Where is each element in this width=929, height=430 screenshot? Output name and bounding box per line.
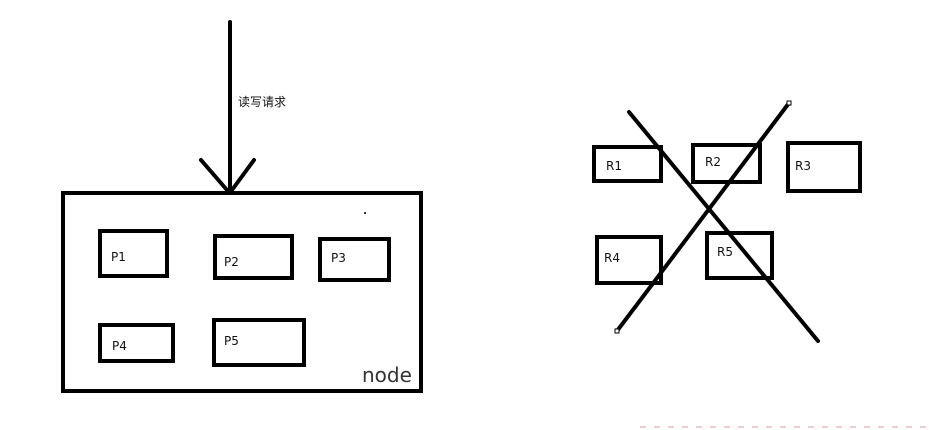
node-label: node — [362, 363, 412, 387]
replica-label: R3 — [795, 159, 811, 173]
replica-r1: R1 — [592, 145, 663, 183]
partition-box — [318, 237, 391, 282]
cross-line-handle — [786, 100, 792, 106]
replica-label: R1 — [606, 159, 622, 173]
partition-p3: P3 — [318, 237, 391, 282]
cross-line-handle — [614, 328, 620, 334]
node-container: node — [61, 191, 423, 393]
replica-label: R2 — [705, 155, 721, 169]
request-label: 读写请求 — [238, 95, 286, 109]
partition-label: P1 — [111, 250, 126, 264]
node-dot — [364, 212, 366, 214]
request-arrow — [199, 20, 256, 192]
partition-box — [213, 234, 294, 280]
partition-box — [98, 229, 169, 278]
request-arrow-head-right — [230, 158, 256, 192]
replica-r5: R5 — [705, 231, 774, 280]
replica-box — [786, 141, 862, 193]
replica-box — [592, 145, 663, 183]
partition-box — [98, 323, 175, 363]
replica-box — [595, 235, 663, 285]
replica-r3: R3 — [786, 141, 862, 193]
replica-label: R5 — [717, 245, 733, 259]
partition-p2: P2 — [213, 234, 294, 280]
partition-label: P5 — [224, 334, 239, 348]
partition-box — [212, 318, 306, 367]
partition-label: P4 — [112, 339, 127, 353]
node-box — [61, 191, 423, 393]
replica-r2: R2 — [691, 143, 762, 184]
cross-line-descending — [627, 110, 820, 343]
partition-p4: P4 — [98, 323, 175, 363]
partition-p1: P1 — [98, 229, 169, 278]
replica-box — [691, 143, 762, 184]
request-arrow-head-left — [199, 158, 229, 192]
cross-line-ascending — [615, 101, 791, 333]
partition-p5: P5 — [212, 318, 306, 367]
replica-box — [705, 231, 774, 280]
replica-label: R4 — [604, 251, 620, 265]
partition-label: P2 — [224, 255, 239, 269]
replica-r4: R4 — [595, 235, 663, 285]
partition-label: P3 — [331, 251, 346, 265]
cross-out-mark — [614, 100, 820, 343]
